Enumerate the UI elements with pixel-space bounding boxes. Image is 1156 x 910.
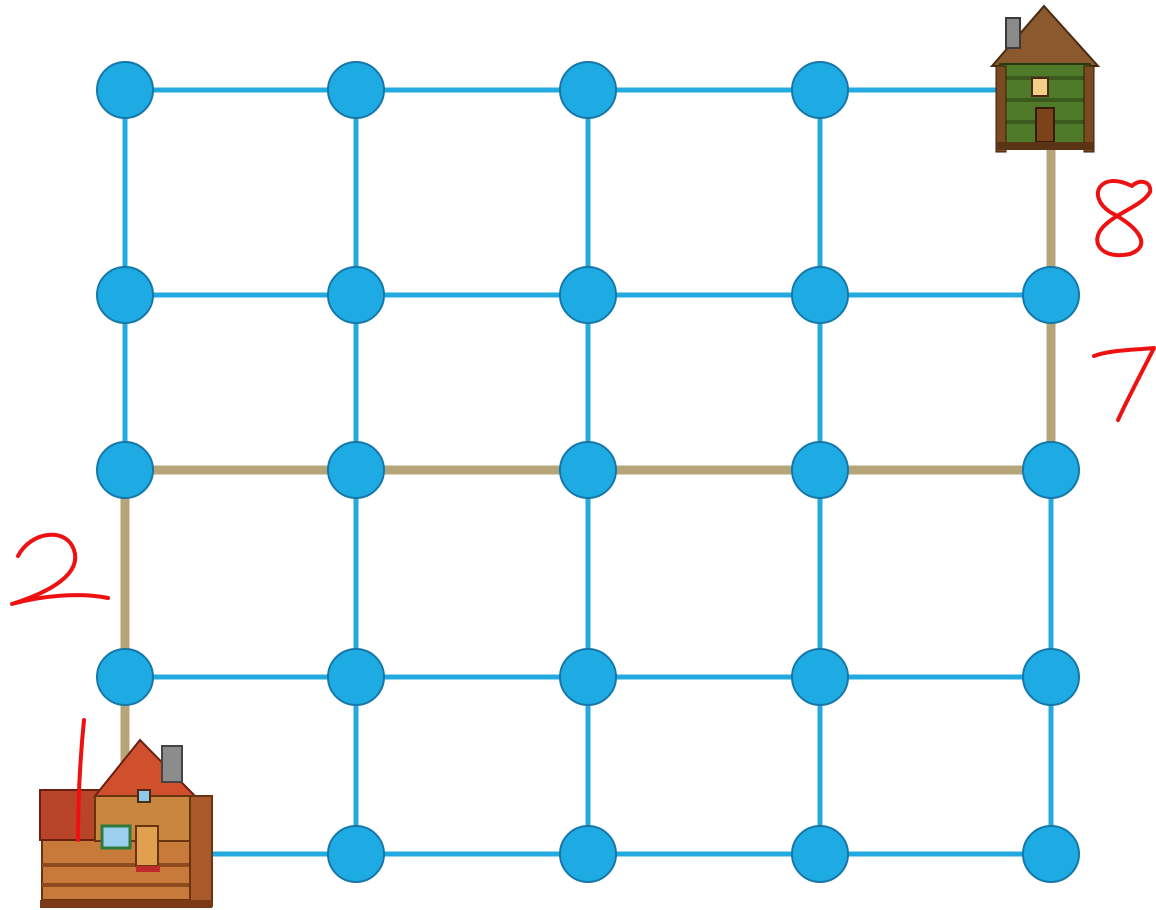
grid-node xyxy=(328,826,384,882)
grid-node xyxy=(792,267,848,323)
orange-farmhouse-icon xyxy=(40,740,212,908)
grid-node xyxy=(1023,267,1079,323)
grid-node xyxy=(97,62,153,118)
grid-node xyxy=(328,267,384,323)
grid-node xyxy=(1023,826,1079,882)
grid-node xyxy=(97,649,153,705)
grid-node xyxy=(1023,442,1079,498)
grid-node xyxy=(560,649,616,705)
annotation-7 xyxy=(1094,348,1154,420)
annotation-2 xyxy=(12,535,108,604)
grid-node xyxy=(792,442,848,498)
grid-node xyxy=(97,442,153,498)
grid-node xyxy=(560,826,616,882)
grid-node xyxy=(1023,649,1079,705)
grid-node xyxy=(792,826,848,882)
grid-node xyxy=(328,442,384,498)
grid-node xyxy=(560,267,616,323)
grid-node xyxy=(328,649,384,705)
grid-node xyxy=(792,62,848,118)
grid-node xyxy=(328,62,384,118)
annotation-8 xyxy=(1097,181,1150,255)
grid-node xyxy=(560,442,616,498)
grid-node xyxy=(560,62,616,118)
grid-node xyxy=(97,267,153,323)
green-cabin-icon xyxy=(992,6,1098,152)
grid-node xyxy=(792,649,848,705)
